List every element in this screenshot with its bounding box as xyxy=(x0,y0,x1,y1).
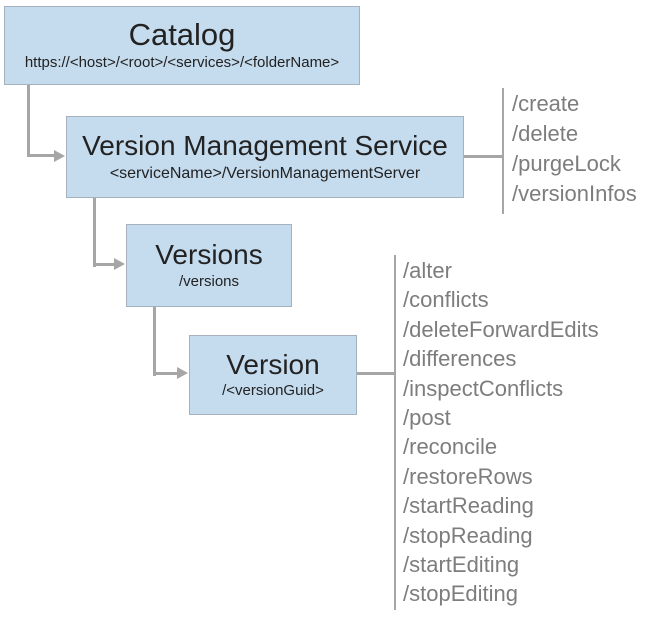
connector-version-operations xyxy=(357,372,395,375)
operation-label: /conflicts xyxy=(403,287,489,313)
version-management-service-node: Version Management Service <serviceName>… xyxy=(66,116,464,198)
catalog-url: https://<host>/<root>/<services>/<folder… xyxy=(24,54,340,72)
operation-label: /post xyxy=(403,405,451,431)
service-operations-divider xyxy=(502,88,504,214)
connector-catalog-service-vertical xyxy=(27,85,30,157)
operation-label: /versionInfos xyxy=(512,181,637,206)
operation-label: /startEditing xyxy=(403,552,520,578)
operation-label: /deleteForwardEdits xyxy=(403,316,599,342)
arrow-right-icon xyxy=(54,150,65,162)
operation-label: /delete xyxy=(512,121,579,146)
service-title: Version Management Service xyxy=(82,130,448,162)
operation-label: /restoreRows xyxy=(403,463,533,489)
operation-label: /stopReading xyxy=(403,522,533,548)
operation-label: /differences xyxy=(403,346,517,372)
catalog-title: Catalog xyxy=(128,16,236,52)
catalog-node: Catalog https://<host>/<root>/<services>… xyxy=(4,6,360,85)
operation-label: /startReading xyxy=(403,493,534,519)
version-operations-list: /alter/conflicts/deleteForwardEdits/diff… xyxy=(403,256,599,609)
connector-service-versions-horizontal xyxy=(93,263,114,266)
connector-service-operations xyxy=(464,155,503,158)
service-operations-list: /create/delete/purgeLock/versionInfos xyxy=(512,89,637,209)
operation-label: /purgeLock xyxy=(512,151,621,176)
version-node: Version /<versionGuid> xyxy=(189,335,357,415)
service-path: <serviceName>/VersionManagementServer xyxy=(109,164,421,182)
connector-versions-version-horizontal xyxy=(153,372,177,375)
operation-label: /stopEditing xyxy=(403,581,518,607)
versions-title: Versions xyxy=(155,239,263,271)
connector-service-versions-vertical xyxy=(93,198,96,267)
version-path: /<versionGuid> xyxy=(222,382,324,400)
operation-label: /inspectConflicts xyxy=(403,375,564,401)
version-operations-divider xyxy=(394,255,396,610)
arrow-right-icon xyxy=(114,258,125,270)
operation-label: /create xyxy=(512,91,580,116)
versions-path: /versions xyxy=(178,272,240,290)
version-title: Version xyxy=(226,348,320,380)
operation-label: /reconcile xyxy=(403,434,498,460)
versions-node: Versions /versions xyxy=(126,224,292,307)
operation-label: /alter xyxy=(403,258,452,283)
connector-catalog-service-horizontal xyxy=(27,154,54,157)
arrow-right-icon xyxy=(177,367,188,379)
connector-versions-version-vertical xyxy=(153,307,156,376)
